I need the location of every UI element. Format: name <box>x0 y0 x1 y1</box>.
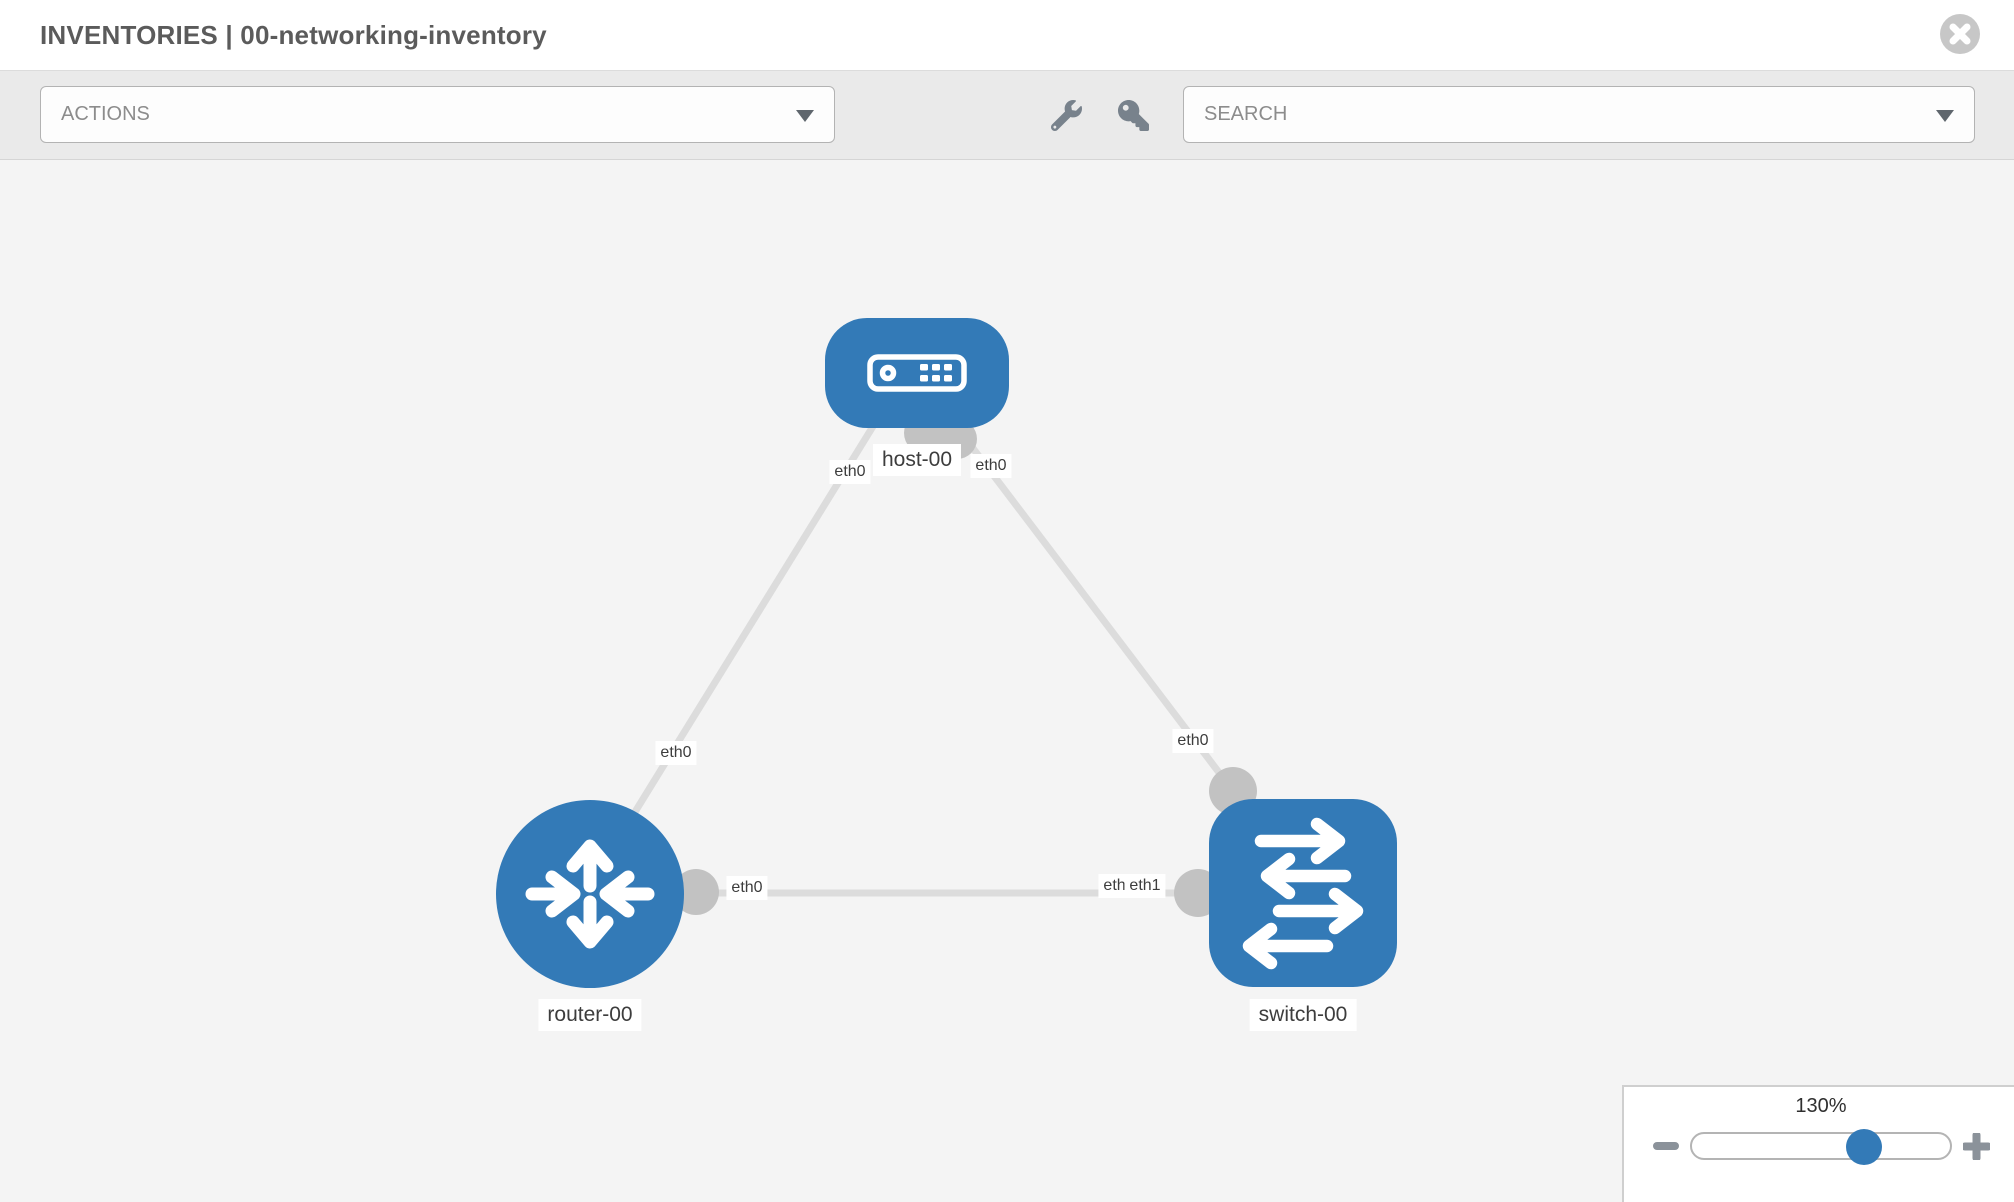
plus-icon <box>1962 1132 1990 1160</box>
router-icon <box>525 839 655 949</box>
node-label-switch: switch-00 <box>1249 999 1357 1031</box>
credentials-button[interactable] <box>1111 97 1155 133</box>
search-dropdown-label: SEARCH <box>1204 103 1288 125</box>
toolbar: ACTIONS SEARCH <box>0 71 2014 160</box>
iface-label-host-left: eth0 <box>829 460 871 484</box>
host-icon <box>867 354 967 392</box>
caret-down-icon <box>1936 109 1954 122</box>
link-group <box>627 413 1240 897</box>
port-router-eth0 <box>673 869 719 915</box>
iface-label-switch-left-eth1: eth1 <box>1124 874 1166 898</box>
node-label-host: host-00 <box>872 444 962 476</box>
key-icon <box>1117 99 1149 131</box>
iface-label-switch-top: eth0 <box>1172 729 1214 753</box>
node-switch-00[interactable] <box>1209 799 1397 987</box>
iface-label-router-top: eth0 <box>655 741 697 765</box>
topology-canvas[interactable]: host-00 router-00 switch-00 eth0 eth0 et… <box>0 160 2014 1202</box>
node-label-router: router-00 <box>538 999 642 1031</box>
configure-button[interactable] <box>1044 97 1088 133</box>
port-group <box>673 412 1257 917</box>
link-host-switch[interactable] <box>947 415 1236 794</box>
zoom-out-button[interactable] <box>1650 1131 1682 1161</box>
zoom-slider-track[interactable] <box>1690 1129 1952 1165</box>
caret-down-icon <box>796 109 814 122</box>
zoom-control-panel: 130% <box>1622 1085 2014 1202</box>
node-router-00[interactable] <box>496 800 684 988</box>
zoom-in-button[interactable] <box>1960 1131 1992 1161</box>
page-title: INVENTORIES | 00-networking-inventory <box>40 20 547 50</box>
search-dropdown[interactable]: SEARCH <box>1183 86 1975 143</box>
zoom-percent-value: 130% <box>1795 1095 1847 1117</box>
iface-label-router-right: eth0 <box>726 876 768 900</box>
node-host-00[interactable] <box>825 318 1009 428</box>
close-button[interactable] <box>1940 14 1980 54</box>
wrench-icon <box>1050 99 1082 131</box>
iface-label-host-right: eth0 <box>970 454 1012 478</box>
header: INVENTORIES | 00-networking-inventory <box>0 0 2014 71</box>
minus-icon <box>1653 1142 1679 1150</box>
actions-dropdown[interactable]: ACTIONS <box>40 86 835 143</box>
close-icon <box>1949 23 1971 45</box>
switch-icon <box>1242 817 1364 970</box>
zoom-slider-thumb[interactable] <box>1846 1129 1882 1165</box>
actions-dropdown-label: ACTIONS <box>61 103 150 125</box>
